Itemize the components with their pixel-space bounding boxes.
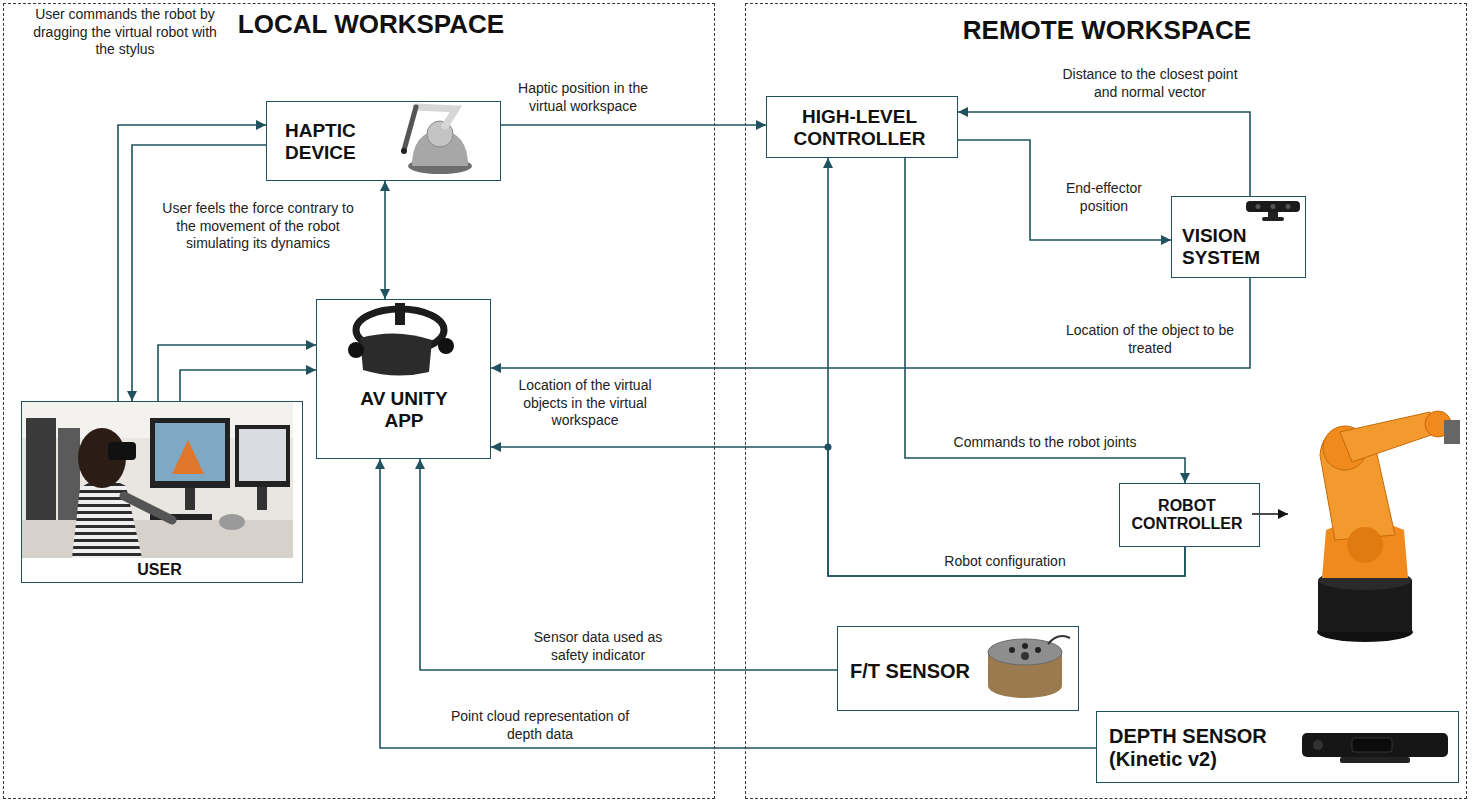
vr-headset <box>348 342 364 358</box>
kinect-sensor <box>1262 217 1284 221</box>
kinect-sensor <box>1246 201 1300 212</box>
user-photo <box>108 442 136 460</box>
user-photo <box>22 402 293 558</box>
vr-headset <box>348 303 454 376</box>
edge-label: End-effector position <box>1044 180 1164 215</box>
user-photo <box>26 418 56 520</box>
user-photo <box>235 425 290 487</box>
edge-label: Point cloud representation of depth data <box>440 708 640 743</box>
connector <box>384 181 386 299</box>
user-photo <box>22 520 293 558</box>
device-box: HAPTIC DEVICE <box>266 101 501 181</box>
connector <box>132 145 266 401</box>
edge-label: Robot configuration <box>915 553 1095 571</box>
connector <box>958 140 1171 240</box>
node-title: HAPTIC DEVICE <box>285 120 385 164</box>
kinect-sensor <box>1286 204 1291 209</box>
ft-sensor-image <box>1035 647 1041 653</box>
connector <box>905 158 1185 483</box>
kinect-v2-image <box>1340 757 1410 763</box>
user-photo <box>257 487 267 510</box>
haptic-device-image <box>404 107 416 150</box>
user-photo <box>219 514 245 530</box>
edge-label: Sensor data used as safety indicator <box>523 629 673 664</box>
vision-box: VISION SYSTEM <box>1171 196 1306 278</box>
haptic-device-image <box>401 107 472 174</box>
user-box: USER <box>21 401 303 583</box>
connector <box>180 370 316 401</box>
edge-label: Commands to the robot joints <box>935 434 1155 452</box>
sensor-box: F/T SENSOR <box>837 626 1079 711</box>
ft-sensor-image <box>1022 643 1028 649</box>
edge-label: User feels the force contrary to the mov… <box>153 200 363 253</box>
node-title: DEPTH SENSOR (Kinetic v2) <box>1109 725 1289 771</box>
connector <box>118 125 266 401</box>
workspace-region: REMOTE WORKSPACE HIGH-LEVEL CONTROLLER VIS… <box>745 3 1467 799</box>
kinect-v2-image <box>1352 738 1392 752</box>
edge-label: Haptic position in the virtual workspace <box>501 80 666 115</box>
controller-box: HIGH-LEVEL CONTROLLER <box>766 96 958 158</box>
kinect-v2-image <box>1313 740 1323 750</box>
kinect-sensor <box>1246 201 1300 221</box>
connector <box>380 459 1096 748</box>
node-title: ROBOT CONTROLLER <box>1120 497 1254 534</box>
edge-label: Location of the object to be treated <box>1065 322 1235 357</box>
connector <box>491 447 1185 576</box>
node-title: USER <box>22 561 297 579</box>
user-photo <box>72 479 142 558</box>
kinect-sensor <box>1268 212 1278 217</box>
robot-arm <box>1347 527 1383 563</box>
kinect-sensor <box>1256 204 1261 209</box>
node-title: HIGH-LEVEL CONTROLLER <box>767 106 952 150</box>
ft-sensor-image <box>1009 647 1015 653</box>
connector <box>828 158 1185 576</box>
user-photo <box>239 429 286 481</box>
node-title: F/T SENSOR <box>850 660 990 683</box>
edge-label: User commands the robot by dragging the … <box>25 6 225 59</box>
connector <box>158 345 316 401</box>
user-photo <box>22 402 293 558</box>
robot-link <box>1252 513 1288 515</box>
robot-arm <box>1340 412 1440 462</box>
kinect-v2-image <box>1302 733 1448 763</box>
connector <box>501 124 766 126</box>
node-title: VISION SYSTEM <box>1182 225 1262 269</box>
ft-sensor-image <box>988 636 1070 698</box>
edge-label: Distance to the closest point and normal… <box>1050 66 1250 101</box>
kinect-v2-image <box>1302 733 1448 757</box>
vr-headset <box>360 333 432 375</box>
node-title: AV UNITY APP <box>349 388 459 432</box>
sensor-box: DEPTH SENSOR (Kinetic v2) <box>1096 711 1459 783</box>
user-photo <box>58 428 80 520</box>
ft-sensor-image <box>988 639 1062 665</box>
haptic-device-image <box>416 107 456 126</box>
kinect-sensor <box>1271 204 1276 209</box>
robot-link <box>1252 514 1288 515</box>
user-photo <box>155 423 225 481</box>
user-photo <box>150 418 230 488</box>
user-photo <box>185 488 195 510</box>
region-heading: LOCAL WORKSPACE <box>221 10 521 40</box>
vr-headset <box>395 303 405 325</box>
haptic-device-image <box>401 148 407 154</box>
ft-sensor-image <box>1021 652 1029 660</box>
controller-box: ROBOT CONTROLLER <box>1119 483 1260 547</box>
ft-sensor-image <box>1048 636 1070 644</box>
user-photo <box>124 496 172 520</box>
connector <box>420 459 837 670</box>
edge-label: Location of the virtual objects in the v… <box>500 377 670 430</box>
app-box: AV UNITY APP <box>316 299 491 459</box>
robot-arm <box>1444 420 1460 444</box>
region-heading: REMOTE WORKSPACE <box>947 16 1267 46</box>
user-photo <box>172 440 204 474</box>
vr-headset <box>438 338 454 354</box>
robot-arm <box>1317 411 1460 642</box>
connector <box>491 278 1250 368</box>
